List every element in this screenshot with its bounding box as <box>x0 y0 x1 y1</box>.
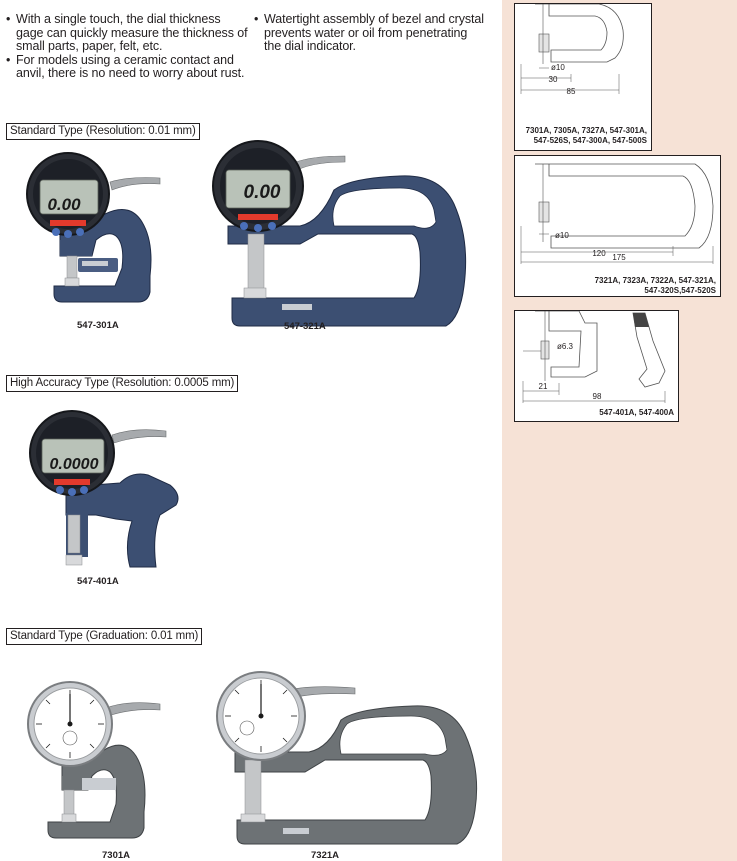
product-label: 547-401A <box>77 576 119 587</box>
digital-readout: 0.00 <box>244 182 281 203</box>
dimension-value: 120 <box>592 249 606 258</box>
dimension-drawing-3-figure: ø6.3 21 98 <box>522 311 666 403</box>
feature-item: With a single touch, the dial thickness … <box>6 12 251 54</box>
product-image-547-301a: 0.00 <box>26 152 161 303</box>
section-heading-high-accuracy: High Accuracy Type (Resolution: 0.0005 m… <box>6 375 239 392</box>
product-label: 7301A <box>102 850 130 861</box>
digital-readout: 0.00 <box>47 195 81 214</box>
dimension-value: ø6.3 <box>557 342 574 351</box>
feature-list-left: With a single touch, the dial thickness … <box>6 12 251 81</box>
product-image-7301a <box>27 681 161 839</box>
dimension-drawing-1: ø10 30 85 7301A, 7305A, 7327A, 547-301A,… <box>514 3 652 151</box>
product-image-547-401a: 0.0000 <box>29 410 179 568</box>
dimension-drawing-1-figure: ø10 30 85 <box>520 4 624 96</box>
feature-list-right: Watertight assembly of bezel and crystal… <box>254 12 484 54</box>
dimension-drawing-2-figure: ø10 120 175 <box>520 163 714 264</box>
dimension-value: ø10 <box>551 63 565 72</box>
dimension-value: 98 <box>593 392 602 401</box>
dimension-value: 21 <box>539 382 548 391</box>
feature-item: For models using a ceramic contact and a… <box>6 53 251 81</box>
drawing-caption: 7301A, 7305A, 7327A, 547-301A, <box>525 126 647 135</box>
feature-item: Watertight assembly of bezel and crystal… <box>254 12 484 54</box>
product-label: 7321A <box>311 850 339 861</box>
dimension-value: ø10 <box>555 231 569 240</box>
product-image-7321a <box>216 671 478 845</box>
drawing-caption: 547-526S, 547-300A, 547-500S <box>533 136 647 145</box>
section-heading-standard-digital: Standard Type (Resolution: 0.01 mm) <box>6 123 200 140</box>
dimension-value: 175 <box>612 253 626 262</box>
product-label: 547-321A <box>284 321 326 332</box>
section-heading-standard-dial: Standard Type (Graduation: 0.01 mm) <box>6 628 203 645</box>
drawing-caption: 547-401A, 547-400A <box>599 408 674 417</box>
drawing-caption: 547-320S,547-520S <box>644 286 716 295</box>
product-image-547-321a: 0.00 <box>212 140 467 327</box>
dimension-drawing-2: ø10 120 175 7321A, 7323A, 7322A, 547-321… <box>514 155 721 297</box>
dimension-drawing-3: ø6.3 21 98 547-401A, 547-400A <box>514 310 679 422</box>
digital-readout: 0.0000 <box>50 456 99 473</box>
product-label: 547-301A <box>77 320 119 331</box>
dimension-value: 30 <box>549 75 558 84</box>
drawing-caption: 7321A, 7323A, 7322A, 547-321A, <box>594 276 716 285</box>
dimension-value: 85 <box>567 87 576 96</box>
